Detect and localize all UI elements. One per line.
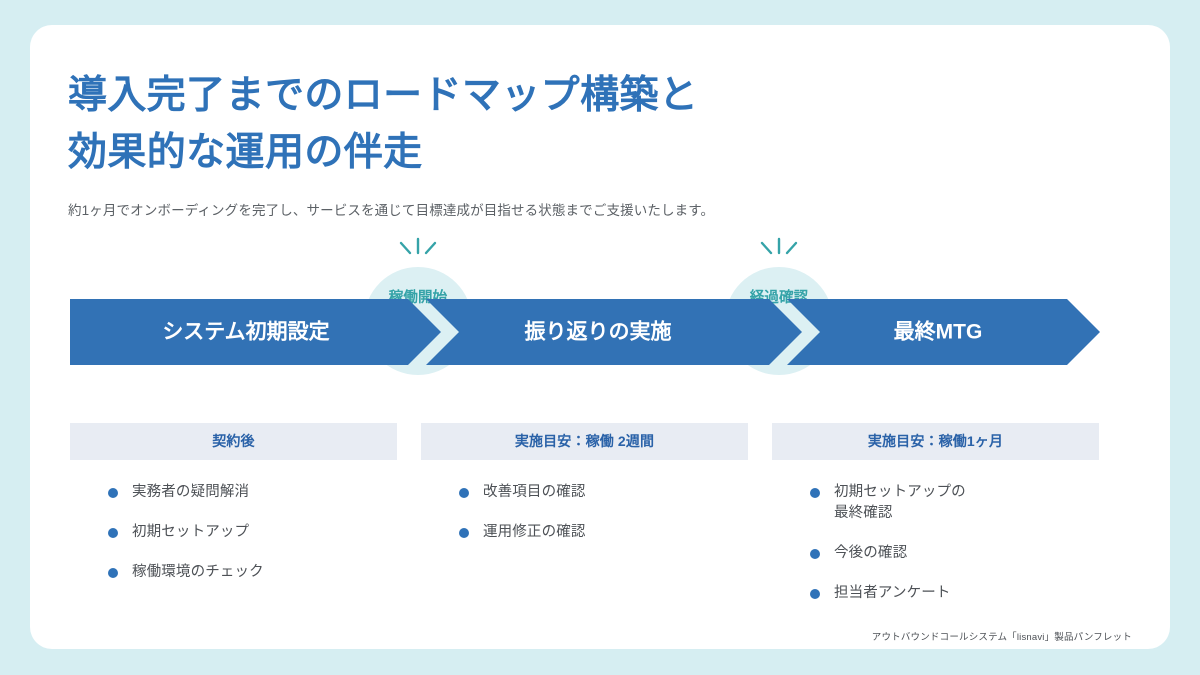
bullet-dot-icon xyxy=(810,589,820,600)
list-item-text-second-line: 最終確認 xyxy=(834,505,893,522)
detail-column-3-header: 実施目安：稼働1ヶ月 xyxy=(772,423,1099,460)
sparkle-icon xyxy=(399,237,437,255)
detail-column-1-list: 実務者の疑問解消 初期セットアップ 稼働環境のチェック xyxy=(70,482,397,583)
list-item: 担当者アンケート xyxy=(810,583,1099,604)
list-item-text: 運用修正の確認 xyxy=(483,524,586,541)
bullet-dot-icon xyxy=(108,568,118,579)
list-item-text: 担当者アンケート xyxy=(834,585,951,602)
process-step-3-label: 最終MTG xyxy=(894,320,983,344)
bullet-dot-icon xyxy=(108,528,118,539)
list-item-text: 稼働環境のチェック xyxy=(132,564,264,581)
list-item: 初期セットアップ xyxy=(108,522,397,543)
detail-column-1-header: 契約後 xyxy=(70,423,397,460)
list-item-text: 初期セットアップ xyxy=(132,524,250,541)
list-item: 改善項目の確認 xyxy=(459,482,748,503)
detail-column-1: 契約後 実務者の疑問解消 初期セットアップ 稼働環境のチェック xyxy=(70,423,397,604)
list-item: 今後の確認 xyxy=(810,543,1099,564)
list-item-text: 改善項目の確認 xyxy=(483,484,586,500)
detail-column-3-list: 初期セットアップの 最終確認 今後の確認 担当者アンケート xyxy=(772,482,1099,604)
list-item-text: 初期セットアップの xyxy=(834,484,966,500)
bullet-dot-icon xyxy=(108,488,118,498)
bullet-dot-icon xyxy=(459,488,469,498)
process-step-1-shape[interactable] xyxy=(70,299,441,365)
detail-column-2: 実施目安：稼働 2週間 改善項目の確認 運用修正の確認 xyxy=(421,423,748,604)
page-subtitle: 約1ヶ月でオンボーディングを完了し、サービスを通じて目標達成が目指せる状態までご… xyxy=(68,203,715,219)
list-item-text: 今後の確認 xyxy=(834,545,908,562)
list-item: 運用修正の確認 xyxy=(459,522,748,543)
process-step-2-label: 振り返りの実施 xyxy=(525,320,672,344)
page-title-line-1: 導入完了までのロードマップ構築と xyxy=(68,74,699,117)
detail-columns: 契約後 実務者の疑問解消 初期セットアップ 稼働環境のチェック 実施目安：稼働 … xyxy=(70,423,1100,604)
footer-caption: アウトバウンドコールシステム「lisnavi」製品パンフレット xyxy=(871,632,1132,643)
bullet-dot-icon xyxy=(810,549,820,560)
list-item-text: 実務者の疑問解消 xyxy=(132,484,250,500)
detail-column-2-list: 改善項目の確認 運用修正の確認 xyxy=(421,482,748,543)
page-title-line-2: 効果的な運用の伴走 xyxy=(68,130,423,174)
detail-column-3: 実施目安：稼働1ヶ月 初期セットアップの 最終確認 今後の確認 担当者アンケート xyxy=(772,423,1099,604)
page-title: 導入完了までのロードマップ構築と 効果的な運用の伴走 xyxy=(68,68,968,181)
bullet-dot-icon xyxy=(810,488,820,498)
process-step-3-shape[interactable] xyxy=(787,299,1100,365)
detail-column-2-header: 実施目安：稼働 2週間 xyxy=(421,423,748,460)
list-item: 実務者の疑問解消 xyxy=(108,482,397,503)
list-item: 初期セットアップの 最終確認 xyxy=(810,482,1099,524)
process-step-1-label: システム初期設定 xyxy=(162,320,329,344)
sparkle-icon xyxy=(760,237,798,255)
bullet-dot-icon xyxy=(459,528,469,539)
process-roadmap: 稼働開始 経過確認 システム初期設定 振り返りの実施 最終MTG xyxy=(70,229,1100,409)
list-item: 稼働環境のチェック xyxy=(108,562,397,583)
process-step-2-shape[interactable] xyxy=(426,299,802,365)
heading-block: 導入完了までのロードマップ構築と 効果的な運用の伴走 約1ヶ月でオンボーディング… xyxy=(68,68,968,221)
process-arrow-bar: システム初期設定 振り返りの実施 最終MTG xyxy=(70,299,1100,365)
